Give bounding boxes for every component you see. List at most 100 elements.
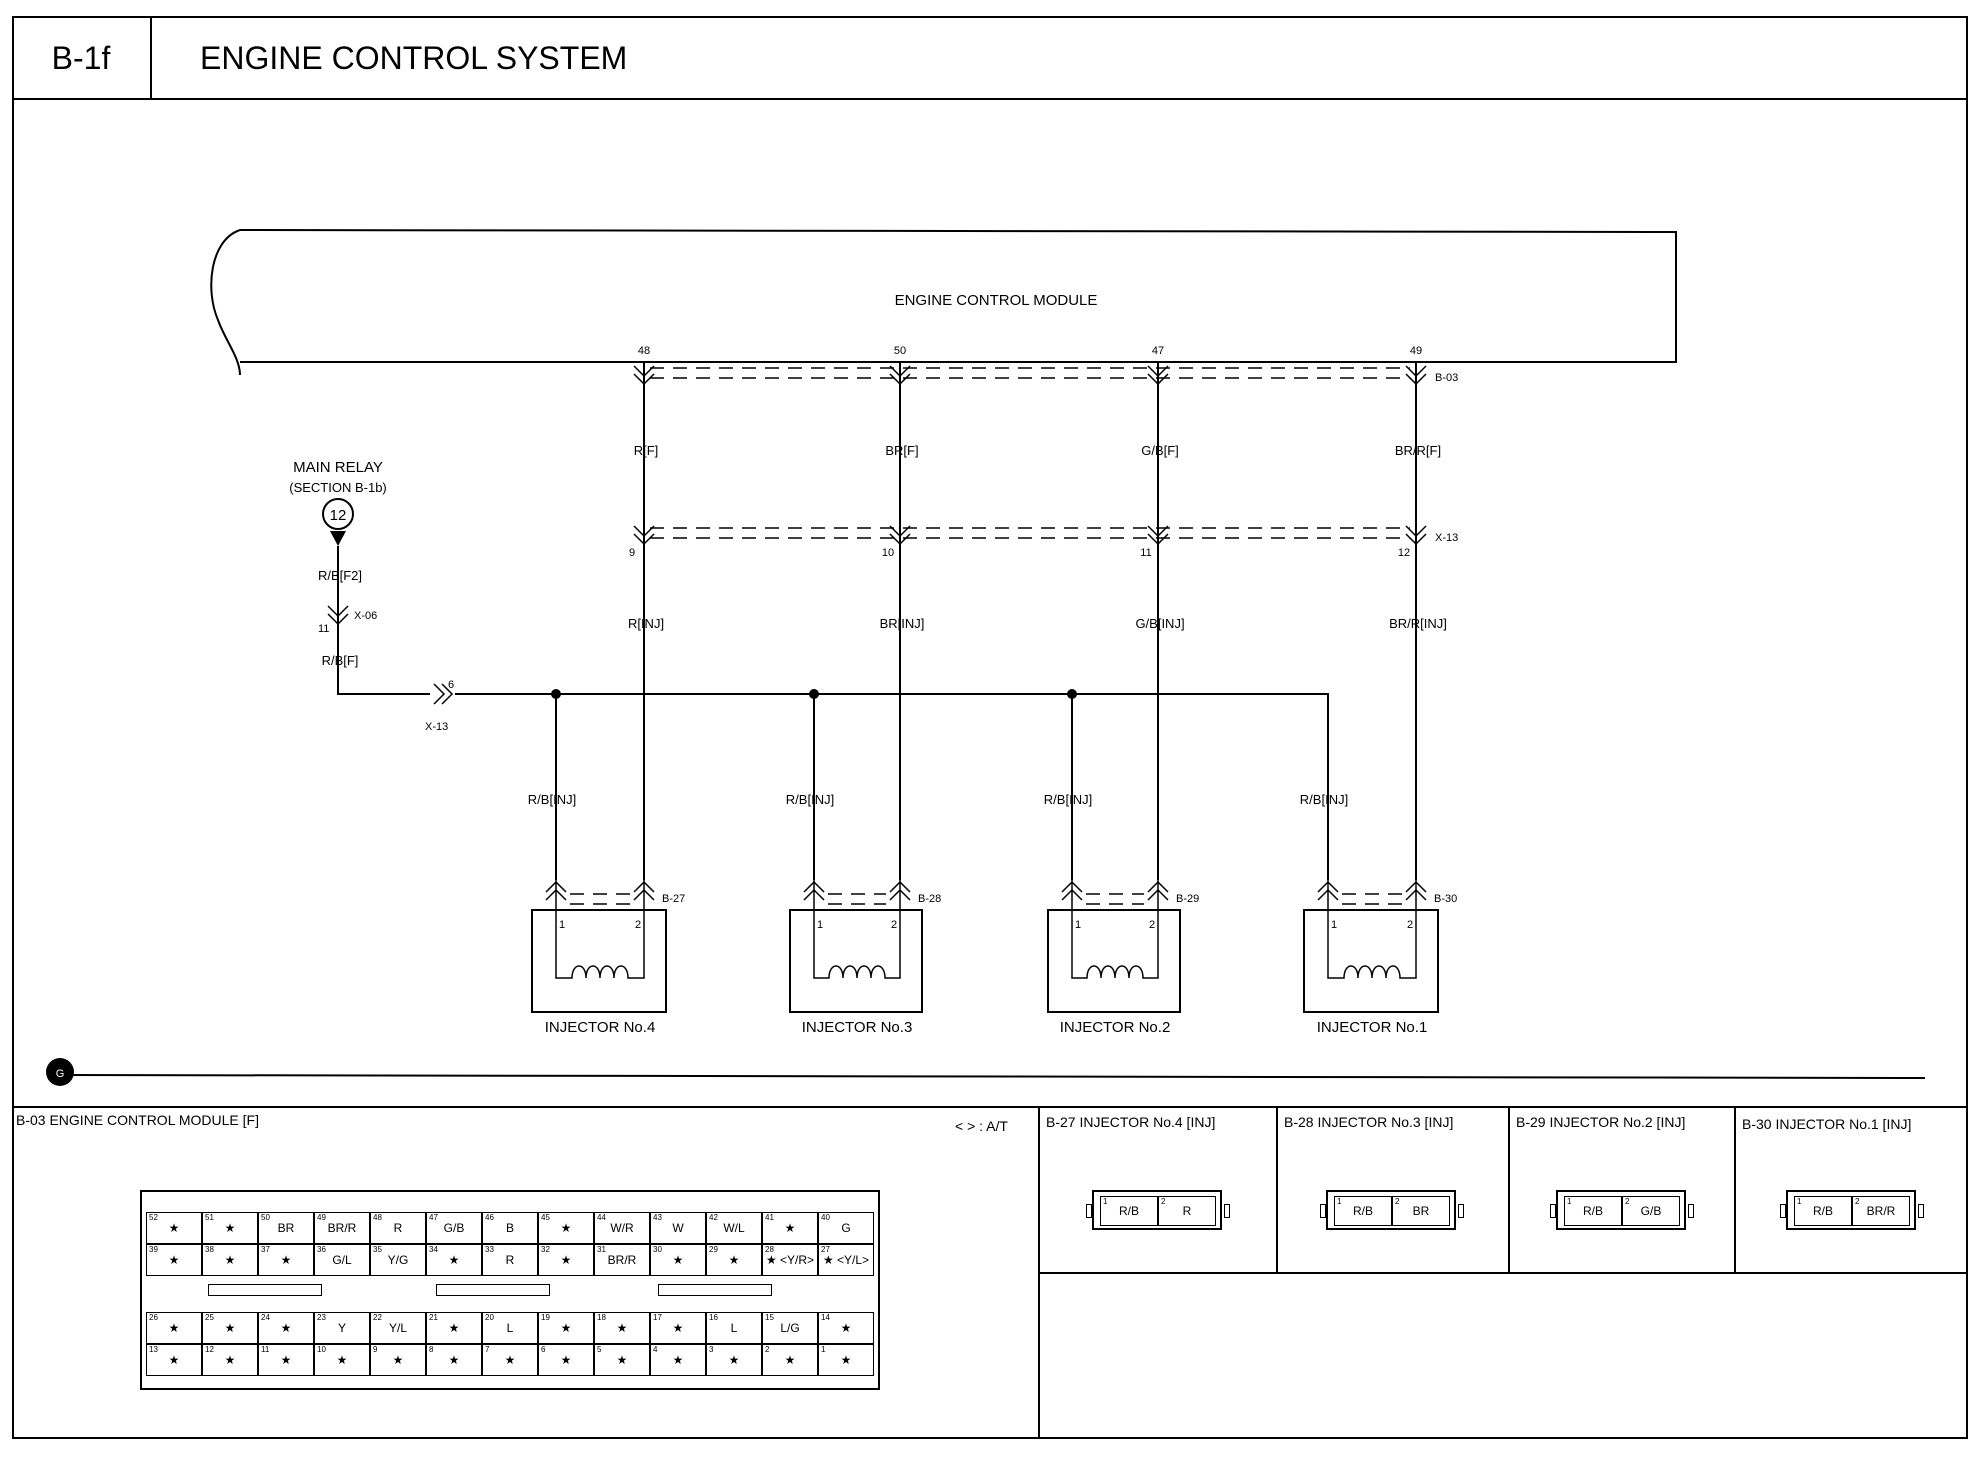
pin-wire-color: ★ <box>224 1253 236 1267</box>
pin-wire-color: ★ <box>224 1321 236 1335</box>
pin-number: 31 <box>597 1245 606 1254</box>
x13-pin-2: 11 <box>1140 547 1151 559</box>
pin-wire-color: ★ <box>616 1353 628 1367</box>
pin-wire-color: ★ <box>560 1321 572 1335</box>
ecm-pin-cell: 27★ <Y/L> <box>818 1244 874 1276</box>
inj-conn-label-2: B-29 <box>1176 893 1199 905</box>
pin-number: 1 <box>1797 1197 1802 1206</box>
pin-number: 2 <box>1625 1197 1630 1206</box>
pin-number: 8 <box>429 1345 434 1354</box>
pin-wire-color: Y/G <box>387 1253 409 1267</box>
ecm-box <box>210 229 1677 376</box>
pin-number: 2 <box>1395 1197 1400 1206</box>
pin-wire-color: ★ <box>168 1253 180 1267</box>
pin-wire-color: L/G <box>780 1321 800 1335</box>
ecm-pin-cell: 52★ <box>146 1212 202 1244</box>
pin-wire-color: BR <box>1412 1204 1430 1218</box>
ecm-pin-cell: 17★ <box>650 1312 706 1344</box>
pin-wire-color: ★ <box>336 1353 348 1367</box>
ecm-pin-cell: 29★ <box>706 1244 762 1276</box>
injector-name-2: INJECTOR No.2 <box>1060 1019 1171 1036</box>
injector-box-2 <box>1047 909 1181 1013</box>
pin-wire-color: ★ <box>560 1221 572 1235</box>
connector-views-panel <box>12 1106 1968 1439</box>
pin-number: 22 <box>373 1313 382 1322</box>
ecm-pin-cell: 18★ <box>594 1312 650 1344</box>
pin-wire-color: ★ <box>280 1353 292 1367</box>
x13-pin-1: 10 <box>882 547 894 559</box>
pin-number: 33 <box>485 1245 494 1254</box>
pin-number: 44 <box>597 1213 606 1222</box>
x13-chevron-2 <box>1147 525 1169 546</box>
pin-wire-color: ★ <box>168 1353 180 1367</box>
pin-wire-color: BR <box>277 1221 295 1235</box>
pin-number: 2 <box>1161 1197 1166 1206</box>
wire-inj-1: BR[INJ] <box>880 616 925 631</box>
pin-wire-color: ★ <box>168 1221 180 1235</box>
injector-box-0 <box>531 909 667 1013</box>
connector-latch <box>1224 1204 1230 1218</box>
inj-pin1-2: 1 <box>1075 919 1081 931</box>
pin-number: 39 <box>149 1245 158 1254</box>
ecm-pin-cell: 28★ <Y/R> <box>762 1244 818 1276</box>
ecm-connector-title: B-03 ENGINE CONTROL MODULE [F] <box>16 1112 259 1128</box>
ground-symbol-icon <box>46 1058 74 1086</box>
x13-shield-lines <box>650 527 1410 539</box>
ecm-pin-cell: 21★ <box>426 1312 482 1344</box>
pin-wire-color: ★ <box>280 1253 292 1267</box>
pin-number: 51 <box>205 1213 214 1222</box>
pin-number: 11 <box>261 1345 270 1354</box>
pin-number: 35 <box>373 1245 382 1254</box>
x13-chevron-3 <box>1405 525 1427 546</box>
connector-latch <box>1918 1204 1924 1218</box>
pin-number: 43 <box>653 1213 662 1222</box>
pin-wire-color: L <box>506 1321 514 1335</box>
supply-wire-2: R/B[INJ] <box>1044 792 1092 807</box>
injector-box-3 <box>1303 909 1439 1013</box>
b03-chevron-1 <box>889 365 911 386</box>
pin-wire-color: B <box>505 1221 514 1235</box>
b03-chevron-2 <box>1147 365 1169 386</box>
supply-wire-3: R/B[INJ] <box>1300 792 1348 807</box>
pin-number: 13 <box>149 1345 158 1354</box>
pin-wire-color: L <box>730 1321 738 1335</box>
pin-wire-color: ★ <box>392 1353 404 1367</box>
connector-latch <box>1688 1204 1694 1218</box>
pin-wire-color: R/B <box>1812 1204 1833 1218</box>
connector-key-0 <box>208 1284 322 1296</box>
ecm-pin-cell: 24★ <box>258 1312 314 1344</box>
x13-supply-connector-icon <box>433 683 454 705</box>
panel-divider-2 <box>1508 1106 1510 1272</box>
pin-wire-color: R <box>1182 1204 1192 1218</box>
pin-wire-color: R/B <box>1352 1204 1373 1218</box>
main-relay-section: (SECTION B-1b) <box>289 480 387 495</box>
pin-number: 49 <box>317 1213 326 1222</box>
pin-number: 5 <box>597 1345 602 1354</box>
b27-title: B-27 INJECTOR No.4 [INJ] <box>1046 1114 1216 1130</box>
pin-number: 24 <box>261 1313 270 1322</box>
inj-conn-label-3: B-30 <box>1434 893 1457 905</box>
ecm-pin-cell: 51★ <box>202 1212 258 1244</box>
connector-key-1 <box>436 1284 550 1296</box>
x13-supply-label: X-13 <box>425 721 448 733</box>
x06-label: X-06 <box>354 610 377 622</box>
pin-wire-color: W/R <box>610 1221 634 1235</box>
pin-number: 6 <box>541 1345 546 1354</box>
ecm-pin-cell: 8★ <box>426 1344 482 1376</box>
pin-wire-color: G/B <box>1640 1204 1662 1218</box>
ground-bar <box>59 1074 1926 1079</box>
pin-wire-color: ★ <box>616 1321 628 1335</box>
ecm-label: ENGINE CONTROL MODULE <box>895 292 1098 309</box>
panel-divider-3 <box>1734 1106 1736 1272</box>
b03-connector-label: B-03 <box>1435 372 1458 384</box>
pin-number: 36 <box>317 1245 326 1254</box>
